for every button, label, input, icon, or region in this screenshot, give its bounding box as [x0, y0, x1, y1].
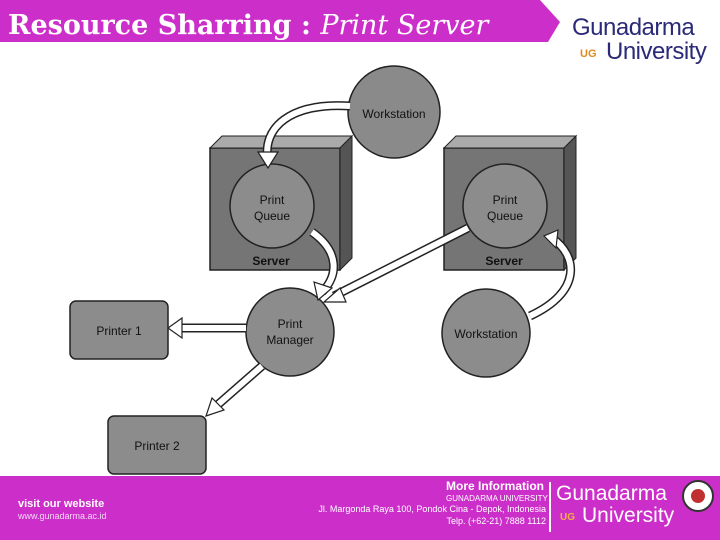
page-title: Resource Sharring : Print Server	[8, 10, 488, 41]
printer-1: Printer 1	[69, 300, 169, 360]
footer: visit our website www.gunadarma.ac.id Mo…	[0, 476, 720, 540]
title-bar-background	[0, 0, 560, 42]
print-queue-left: Print Queue	[229, 163, 315, 249]
logo-line2: University	[606, 38, 707, 65]
page-title-main: Resource Sharring :	[8, 10, 321, 41]
logo-line1: Gunadarma	[572, 14, 695, 41]
footer-address: Jl. Margonda Raya 100, Pondok Cina - Dep…	[318, 504, 546, 514]
queue-right-line2: Queue	[487, 209, 523, 223]
workstation-top: Workstation	[347, 65, 441, 159]
print-manager-line2: Manager	[266, 333, 313, 347]
diagram-arrows	[166, 101, 576, 417]
queue-right-line1: Print	[493, 193, 518, 207]
visit-website-label: visit our website	[18, 498, 105, 510]
printer-2-label: Printer 2	[134, 439, 180, 453]
footer-logo-line1: Gunadarma	[556, 482, 667, 505]
university-seal-icon	[682, 480, 714, 512]
server-right-label: Server	[485, 254, 523, 268]
footer-logo: Gunadarma UG University	[556, 482, 696, 538]
university-logo: Gunadarma UG University	[572, 14, 712, 70]
logo-ug: UG	[580, 48, 597, 60]
footer-logo-ug: UG	[560, 512, 575, 523]
workstation-top-label: Workstation	[362, 107, 425, 121]
footer-telp: Telp. (+62-21) 7888 1112	[446, 516, 547, 526]
more-information-label: More Information	[446, 479, 544, 493]
workstation-right: Workstation	[441, 288, 531, 378]
queue-left-line1: Print	[260, 193, 285, 207]
footer-divider	[549, 482, 551, 532]
page-title-italic: Print Server	[320, 10, 489, 41]
print-server-diagram: Server Server Workstation Print Queue Pr…	[69, 65, 578, 475]
server-left-label: Server	[252, 254, 290, 268]
footer-logo-line2: University	[582, 504, 675, 527]
workstation-right-label: Workstation	[454, 327, 517, 341]
printer-1-label: Printer 1	[96, 324, 142, 338]
printer-2: Printer 2	[107, 415, 207, 475]
queue-left-line2: Queue	[254, 209, 290, 223]
footer-university-name: GUNADARMA UNIVERSITY	[446, 494, 548, 503]
print-queue-right: Print Queue	[462, 163, 548, 249]
title-bar: Resource Sharring : Print Server	[0, 0, 560, 56]
print-manager-line1: Print	[278, 317, 303, 331]
website-link[interactable]: www.gunadarma.ac.id	[18, 511, 107, 521]
print-manager: Print Manager	[245, 287, 335, 377]
